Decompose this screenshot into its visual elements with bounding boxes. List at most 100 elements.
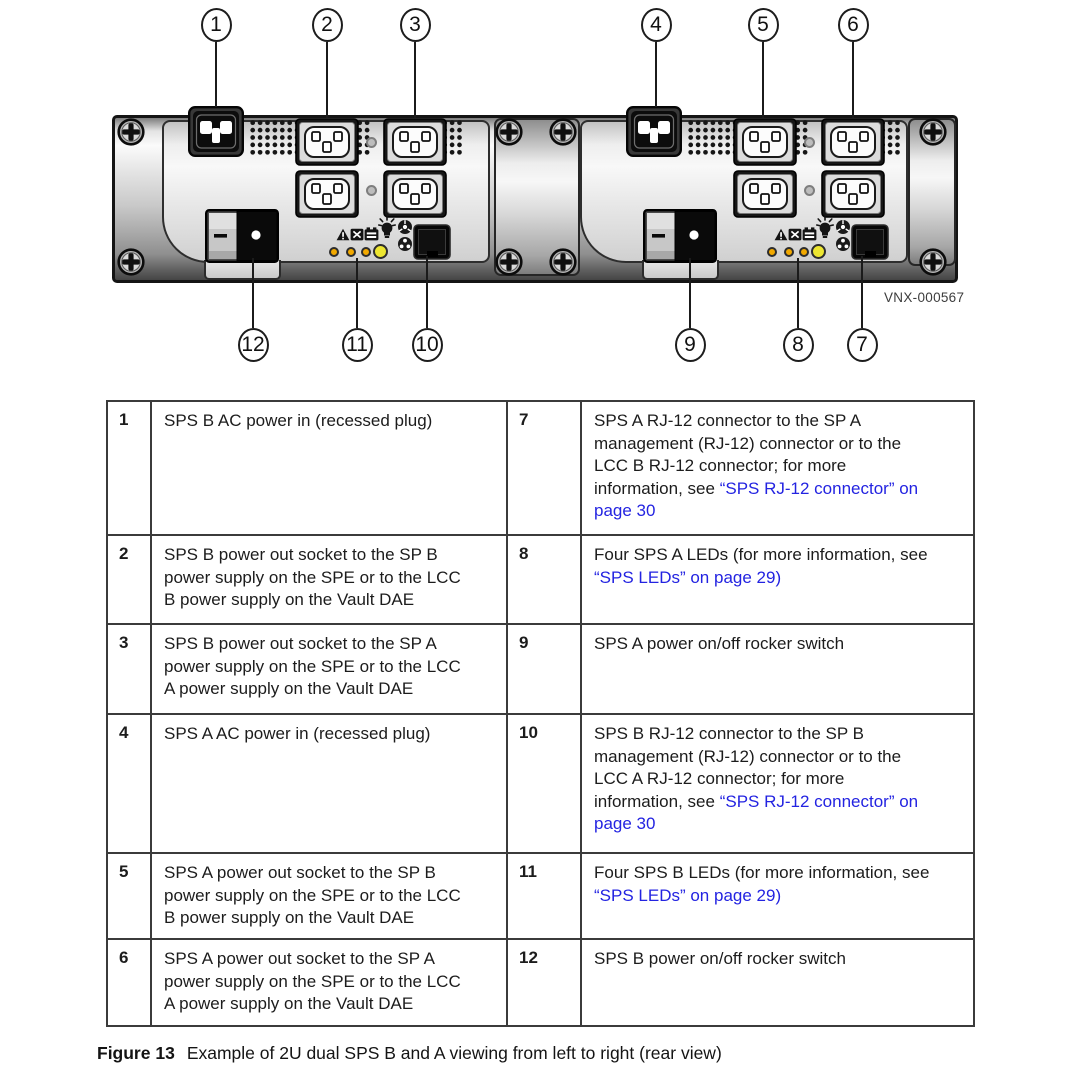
callout-leader-line: [762, 42, 764, 118]
status-led: [329, 247, 339, 257]
screw-icon: [549, 118, 577, 146]
description-text: SPS B power out socket to the SP A power…: [164, 634, 461, 698]
battery-fault-icon: [788, 228, 802, 241]
callout-description-cell: SPS A power out socket to the SP B power…: [150, 852, 508, 940]
description-text: SPS A power out socket to the SP B power…: [164, 863, 461, 927]
callout-description-cell: Four SPS A LEDs (for more information, s…: [580, 534, 975, 625]
warning-triangle-icon: [774, 228, 788, 241]
callout-number-cell: 4: [106, 713, 152, 854]
callout-3-badge: 3: [399, 8, 431, 42]
callout-description-cell: SPS B power out socket to the SP A power…: [150, 623, 508, 715]
callout-9-badge: 9: [674, 328, 706, 362]
figure-caption: Figure 13 Example of 2U dual SPS B and A …: [97, 1043, 722, 1064]
callout-leader-line: [215, 42, 217, 107]
bulb-icon: [378, 216, 396, 238]
callout-11-badge: 11: [341, 328, 373, 362]
callout-description-cell: SPS A RJ-12 connector to the SP A manage…: [580, 400, 975, 536]
callout-description-cell: SPS B power out socket to the SP B power…: [150, 534, 508, 625]
callout-number-cell: 3: [106, 623, 152, 715]
power-rocker-switch-sps-a: [643, 209, 717, 263]
screw-icon: [919, 248, 947, 276]
doc-link[interactable]: “SPS LEDs” on page 29): [594, 567, 782, 587]
description-text: SPS B power out socket to the SP B power…: [164, 545, 461, 609]
power-out-socket: [295, 170, 359, 218]
callout-10-badge: 10: [411, 328, 443, 362]
screw-icon: [117, 118, 145, 146]
round-status-icon-top: [836, 220, 850, 234]
callout-description-cell: SPS B RJ-12 connector to the SP B manage…: [580, 713, 975, 854]
callout-description-cell: Four SPS B LEDs (for more information, s…: [580, 852, 975, 940]
figure-caption-label: Figure 13: [97, 1043, 175, 1063]
callout-number-cell: 10: [506, 713, 582, 854]
callout-number-cell: 1: [106, 400, 152, 536]
callout-description-cell: SPS A AC power in (recessed plug): [150, 713, 508, 854]
warning-triangle-icon: [336, 228, 350, 241]
callout-leader-line: [426, 256, 428, 328]
power-out-socket: [383, 118, 447, 166]
status-led-large: [373, 244, 388, 259]
callout-number-cell: 12: [506, 938, 582, 1027]
callout-leader-line: [861, 256, 863, 328]
indicator-hole: [366, 185, 377, 196]
callout-6-badge: 6: [837, 8, 869, 42]
doc-link[interactable]: “SPS LEDs” on page 29): [594, 885, 782, 905]
callout-leader-line: [689, 258, 691, 328]
callout-description-cell: SPS B power on/off rocker switch: [580, 938, 975, 1027]
indicator-hole: [366, 137, 377, 148]
callout-leader-line: [252, 258, 254, 328]
callout-number-cell: 8: [506, 534, 582, 625]
callout-4-badge: 4: [640, 8, 672, 42]
screw-icon: [117, 248, 145, 276]
callout-5-badge: 5: [747, 8, 779, 42]
callout-leader-line: [797, 258, 799, 328]
screw-icon: [495, 118, 523, 146]
power-out-socket: [733, 170, 797, 218]
battery-fault-icon: [350, 228, 364, 241]
description-text: SPS B AC power in (recessed plug): [164, 411, 433, 430]
status-led: [767, 247, 777, 257]
description-text: Four SPS B LEDs (for more information, s…: [594, 863, 930, 882]
callout-description-cell: SPS B AC power in (recessed plug): [150, 400, 508, 536]
callout-leader-line: [326, 42, 328, 118]
rj12-port-sps-a: [851, 224, 889, 260]
callout-number-cell: 11: [506, 852, 582, 940]
callout-leader-line: [414, 42, 416, 118]
callout-number-cell: 7: [506, 400, 582, 536]
vent-grid: [250, 120, 300, 155]
round-status-icon-top: [398, 220, 412, 234]
callout-2-badge: 2: [311, 8, 343, 42]
description-text: SPS A RJ-12 connector to the SP A manage…: [594, 411, 902, 498]
callout-number-cell: 5: [106, 852, 152, 940]
callout-leader-line: [356, 258, 358, 328]
screw-icon: [919, 118, 947, 146]
doc-link[interactable]: “SPS RJ-12 connector” on page 30: [594, 478, 919, 521]
description-text: Four SPS A LEDs (for more information, s…: [594, 545, 928, 564]
callout-description-cell: SPS A power on/off rocker switch: [580, 623, 975, 715]
power-out-socket: [821, 118, 885, 166]
power-out-socket: [295, 118, 359, 166]
battery-icon: [364, 227, 379, 241]
vent-grid: [688, 120, 738, 155]
callout-12-badge: 12: [237, 328, 269, 362]
sps-a-switch-notch: [642, 260, 719, 280]
power-rocker-switch-sps-b: [205, 209, 279, 263]
callout-description-cell: SPS A power out socket to the SP A power…: [150, 938, 508, 1027]
callout-8-badge: 8: [782, 328, 814, 362]
description-text: SPS A AC power in (recessed plug): [164, 724, 431, 743]
ac-power-inlet-sps-a: [626, 106, 682, 157]
round-status-icon-bottom: [398, 237, 412, 251]
diagram-id-label: VNX-000567: [884, 290, 965, 305]
round-status-icon-bottom: [836, 237, 850, 251]
ac-power-inlet-sps-b: [188, 106, 244, 157]
figure-caption-text: Example of 2U dual SPS B and A viewing f…: [186, 1043, 722, 1063]
battery-icon: [802, 227, 817, 241]
doc-link[interactable]: “SPS RJ-12 connector” on page 30: [594, 791, 919, 834]
screw-icon: [549, 248, 577, 276]
